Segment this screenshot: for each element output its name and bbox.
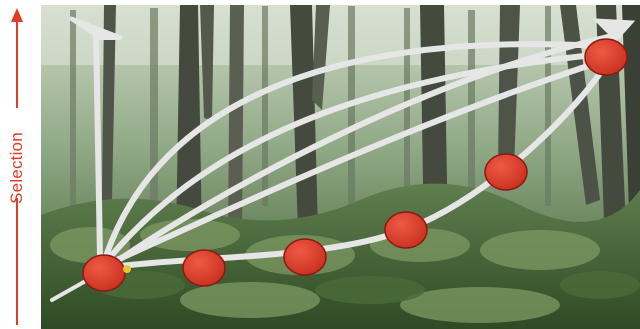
- selection-paths: [50, 16, 636, 302]
- path-1-cap: [68, 16, 123, 40]
- path-1: [93, 27, 103, 261]
- arrow-up-icon: [11, 8, 23, 22]
- path-2: [101, 41, 603, 265]
- node-3: [384, 211, 428, 249]
- path-5b: [592, 18, 636, 43]
- start-marker-dot: [123, 265, 131, 273]
- node-4: [484, 153, 528, 191]
- selection-nodes: [82, 38, 628, 292]
- target-node: [584, 38, 628, 76]
- selection-axis-label: Selection: [7, 132, 26, 204]
- start-node: [82, 254, 126, 292]
- path-5: [107, 33, 615, 269]
- node-2: [283, 238, 327, 276]
- node-1: [182, 249, 226, 287]
- path-4: [105, 57, 609, 267]
